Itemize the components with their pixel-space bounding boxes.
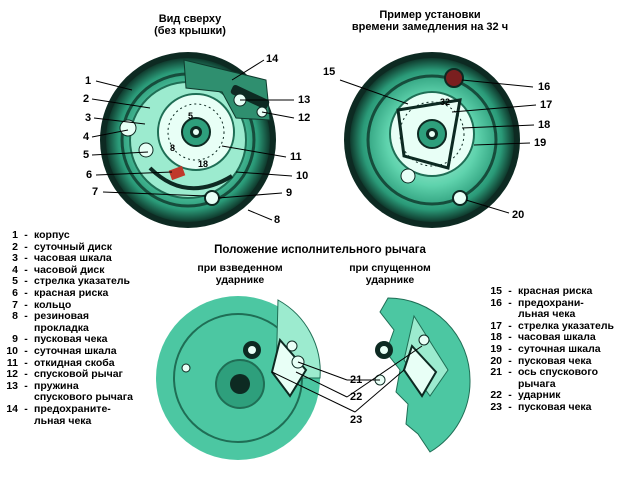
legend-item-4: 4-часовой диск — [12, 263, 105, 276]
callout-16: 16 — [538, 81, 551, 93]
dial-number-32: 32 — [440, 97, 451, 107]
legend-item-1: 1-корпус — [12, 229, 70, 241]
callout-15: 15 — [323, 66, 336, 78]
legend-item-19: 19-суточная шкала — [490, 342, 601, 355]
callout-3: 3 — [85, 112, 92, 124]
legend-item-9: 9-пусковая чека — [12, 333, 108, 346]
callout-6: 6 — [86, 169, 93, 181]
callout-10: 10 — [296, 170, 309, 182]
leader-lines — [91, 59, 537, 413]
dial-number-8: 8 — [170, 143, 176, 153]
title-cocked: при взведенном ударнике — [190, 262, 290, 286]
legend-item-3: 3-часовая шкала — [12, 252, 112, 265]
title-cocked-line2: ударнике — [215, 274, 265, 286]
legend-item-17: 17-стрелка указатель — [490, 319, 615, 332]
callout-19: 19 — [534, 137, 547, 149]
title-example-line1: Пример установки — [379, 9, 481, 21]
dial-number-5: 5 — [188, 111, 194, 121]
legend-item-15: 15-красная риска — [490, 285, 593, 297]
legend-item-5: 5-стрелка указатель — [12, 275, 131, 288]
cocked-lever-device — [156, 296, 321, 460]
callout-13: 13 — [298, 94, 311, 106]
callout-1: 1 — [85, 75, 92, 87]
callout-7: 7 — [92, 186, 99, 198]
title-top-view-line2: (без крышки) — [154, 25, 226, 37]
title-released-line2: ударнике — [365, 274, 415, 286]
callout-14: 14 — [266, 53, 279, 65]
title-example-line2: времени замедления на 32 ч — [351, 21, 509, 33]
dial-number-18: 18 — [198, 159, 209, 169]
callout-5: 5 — [83, 149, 90, 161]
callout-4: 4 — [83, 131, 90, 143]
callout-8: 8 — [274, 214, 281, 226]
legend-item-8: 8-резиновая прокладка — [12, 310, 89, 334]
callout-18: 18 — [538, 119, 551, 131]
legend-item-13: 13-пружина спускового рычага — [6, 379, 133, 404]
title-cocked-line1: при взведенном — [197, 262, 283, 274]
legend-item-2: 2-суточный диск — [12, 240, 112, 253]
callout-11: 11 — [290, 151, 302, 163]
legend-item-6: 6-красная риска — [12, 286, 109, 299]
legend-item-23: 23-пусковая чека — [490, 400, 592, 413]
title-example: Пример установки времени замедления на 3… — [340, 9, 520, 33]
legend-right: 15-красная риска 16-предохрани- льная че… — [488, 285, 638, 414]
callout-22: 22 — [350, 391, 363, 403]
callout-20: 20 — [512, 209, 525, 221]
title-lever-position: Положение исполнительного рычага — [214, 244, 426, 256]
callout-2: 2 — [83, 93, 90, 105]
top-view-device — [100, 52, 276, 228]
legend-item-22: 22-ударник — [490, 389, 561, 402]
legend-item-18: 18-часовая шкала — [490, 331, 596, 344]
legend-item-11: 11-откидная скоба — [6, 356, 115, 369]
example-device — [344, 52, 520, 228]
legend-item-21: 21-ось спускового рычага — [490, 366, 598, 390]
callout-9: 9 — [286, 187, 293, 199]
title-released-line1: при спущенном — [349, 262, 431, 274]
callout-23: 23 — [350, 414, 363, 426]
title-top-view: Вид сверху (без крышки) — [130, 13, 250, 37]
legend-item-16: 16-предохрани- льная чека — [490, 296, 584, 321]
released-lever-device — [374, 297, 471, 453]
legend-item-14: 14-предохраните- льная чека — [6, 402, 111, 427]
legend-item-10: 10-суточная шкала — [6, 344, 117, 357]
callout-21: 21 — [350, 374, 363, 386]
callout-17: 17 — [540, 99, 553, 111]
callout-12: 12 — [298, 112, 311, 124]
legend-item-12: 12-спусковой рычаг — [6, 368, 123, 381]
legend-left: 1-корпус 2-суточный диск 3-часовая шкала… — [4, 229, 154, 427]
title-top-view-line1: Вид сверху — [158, 13, 222, 25]
title-released: при спущенном ударнике — [340, 262, 440, 286]
legend-item-7: 7-кольцо — [12, 298, 72, 311]
legend-item-20: 20-пусковая чека — [490, 354, 592, 367]
